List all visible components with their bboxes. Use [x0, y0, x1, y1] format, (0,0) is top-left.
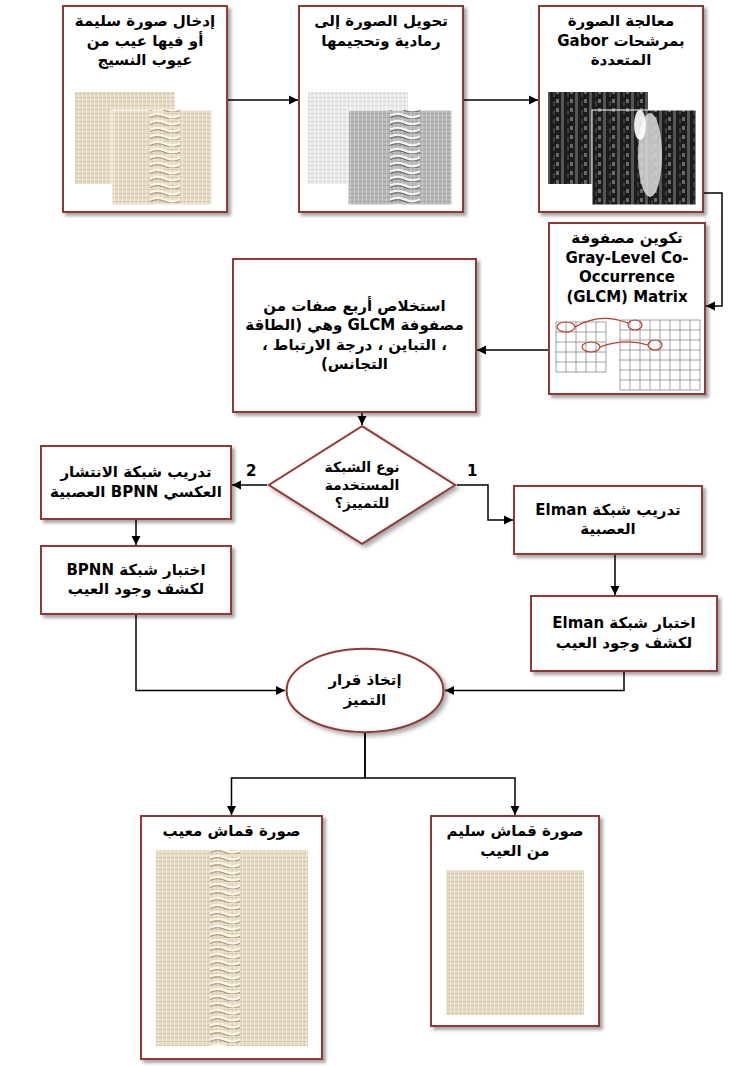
node-text: تدريب شبكة الانتشار العكسي BPNN العصبية: [50, 463, 222, 502]
connector-arrow: [132, 520, 141, 545]
process-box: اختبار شبكة BPNN لكشف وجود العيب: [40, 545, 232, 615]
connector-arrow: [232, 481, 267, 490]
node-text: تكوين مصفوفة Gray-Level Co-Occurrence (G…: [556, 229, 698, 307]
node-text: تدريب شبكة Elman العصبية: [523, 501, 693, 540]
node-text: صورة قماش سليم من العيب: [438, 822, 592, 861]
connector-arrow: [457, 485, 513, 525]
arrowhead: [504, 516, 513, 525]
arrowhead: [232, 481, 241, 490]
output-box: صورة قماش سليم من العيب: [430, 815, 600, 1027]
process-box: تكوين مصفوفة Gray-Level Co-Occurrence (G…: [548, 222, 706, 395]
connector-arrow: [227, 733, 365, 815]
input-box: إدخال صورة سليمة أو فيها عيب من عيوب الن…: [62, 5, 228, 213]
decision-ellipse: إتخاذ قرار التميز: [285, 648, 445, 733]
gabor-defect-image: [592, 110, 696, 205]
node-text: إدخال صورة سليمة أو فيها عيب من عيوب الن…: [70, 12, 220, 71]
arrowhead: [276, 686, 285, 695]
defect-fabric-image: [112, 110, 212, 205]
connector-line: [464, 99, 538, 101]
glcm-matrix-image: [556, 318, 700, 390]
node-text: معالجة الصورة بمرشحات Gabor المتعددة: [546, 12, 696, 71]
connector-arrow: [704, 193, 722, 311]
output-box: صورة قماش معيب: [140, 815, 323, 1060]
arrowhead: [289, 96, 298, 105]
node-text: اختبار شبكة Elman لكشف وجود العيب: [540, 614, 708, 653]
process-box: تدريب شبكة Elman العصبية: [513, 485, 703, 555]
connector-line: [232, 733, 366, 815]
arrowhead: [477, 346, 486, 355]
connector-line: [228, 99, 298, 101]
connector-line: [704, 193, 722, 306]
node-text: إتخاذ قرار التميز: [309, 671, 421, 710]
node-text: تحويل الصورة إلى رمادية وتحجيمها: [306, 12, 456, 51]
connector-arrow: [464, 96, 538, 105]
process-box: تحويل الصورة إلى رمادية وتحجيمها: [298, 5, 464, 213]
connector-line: [365, 733, 515, 815]
arrowhead: [706, 302, 715, 311]
connector-arrow: [365, 733, 520, 815]
decision-diamond: نوع الشبكة المستخدمة للتمييز؟: [267, 425, 457, 545]
defect-fabric-image: [156, 850, 308, 1046]
connector-line: [457, 485, 513, 520]
arrowhead: [227, 806, 236, 815]
process-box: استخلاص أربع صفات من مصفوفة GLCM وهي (ال…: [232, 258, 477, 413]
connector-line: [477, 349, 548, 351]
process-box: معالجة الصورة بمرشحات Gabor المتعددة: [538, 5, 704, 213]
edge-label: 2: [244, 462, 258, 480]
connector-arrow: [136, 615, 285, 695]
connector-arrow: [477, 346, 548, 355]
arrowhead: [511, 806, 520, 815]
node-text: اختبار شبكة BPNN لكشف وجود العيب: [50, 561, 222, 600]
connector-arrow: [445, 672, 624, 695]
edge-label: 1: [465, 462, 479, 480]
node-text: استخلاص أربع صفات من مصفوفة GLCM وهي (ال…: [242, 297, 467, 375]
connector-arrow: [358, 413, 367, 425]
connector-arrow: [228, 96, 298, 105]
gray-defect-image: [348, 110, 452, 205]
connector-arrow: [611, 555, 620, 595]
node-text: نوع الشبكة المستخدمة للتمييز؟: [314, 458, 410, 513]
connector-line: [445, 672, 624, 691]
arrowhead: [445, 686, 454, 695]
connector-line: [136, 615, 285, 691]
arrowhead: [611, 586, 620, 595]
process-box: تدريب شبكة الانتشار العكسي BPNN العصبية: [40, 445, 232, 520]
arrowhead: [132, 536, 141, 545]
fabric-image: [446, 870, 584, 1015]
node-text: صورة قماش معيب: [163, 822, 301, 842]
arrowhead: [358, 416, 367, 425]
process-box: اختبار شبكة Elman لكشف وجود العيب: [530, 595, 718, 672]
arrowhead: [529, 96, 538, 105]
